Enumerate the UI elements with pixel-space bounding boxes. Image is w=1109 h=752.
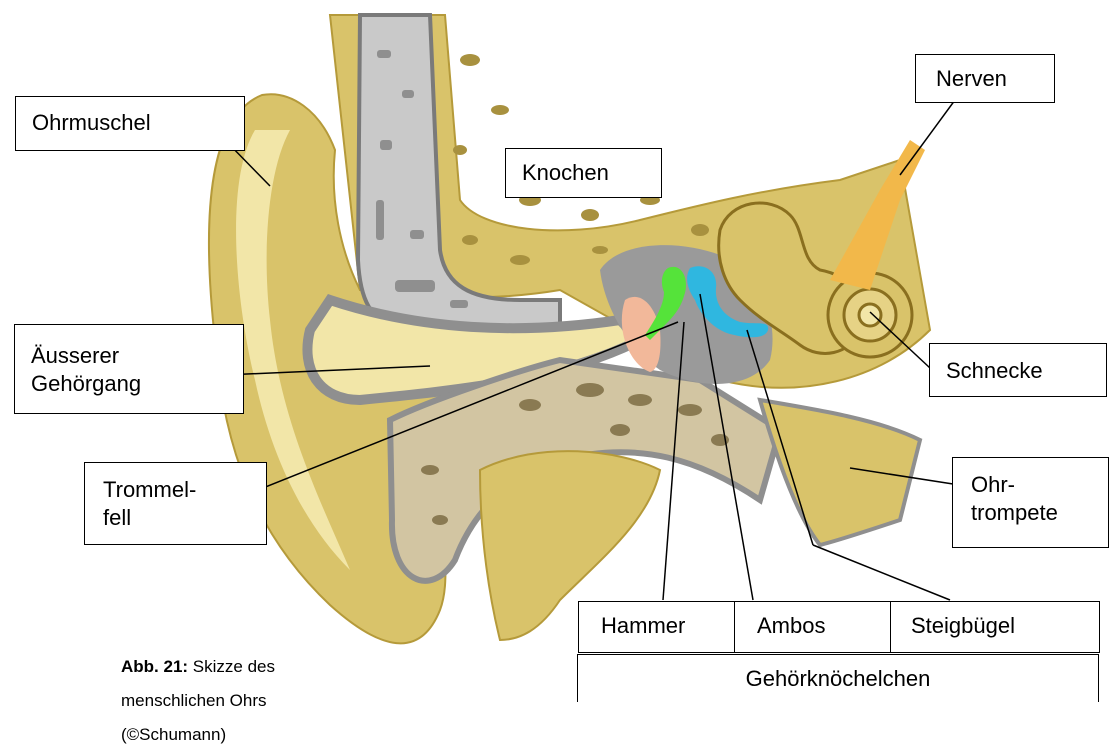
label-ohrmuschel: Ohrmuschel	[15, 96, 245, 151]
label-ohrmuschel-text: Ohrmuschel	[32, 109, 228, 137]
label-nerven: Nerven	[915, 54, 1055, 103]
label-steigbuegel: Steigbügel	[890, 601, 1100, 653]
label-ambos-text: Ambos	[757, 612, 869, 640]
label-ohrtrompete-line1: Ohr-	[971, 471, 1090, 499]
label-trommelfell-line1: Trommel-	[103, 476, 248, 504]
caption-label: Abb. 21:	[121, 657, 188, 676]
label-hammer: Hammer	[578, 601, 736, 653]
leader-nerven	[900, 100, 955, 175]
label-steigbuegel-text: Steigbügel	[911, 612, 1079, 640]
label-ohrtrompete-line2: trompete	[971, 499, 1090, 527]
label-aeusserer-line1: Äusserer	[31, 342, 227, 370]
label-schnecke: Schnecke	[929, 343, 1107, 397]
label-schnecke-text: Schnecke	[946, 357, 1090, 385]
label-ambos: Ambos	[734, 601, 892, 653]
label-nerven-text: Nerven	[936, 65, 1034, 93]
label-knochen-text: Knochen	[522, 159, 645, 187]
label-gehoerknoechelchen-text: Gehörknöchelchen	[578, 665, 1098, 693]
figure-caption: Abb. 21: Skizze des menschlichen Ohrs (©…	[121, 650, 371, 752]
label-aeusserer-gehoergang: Äusserer Gehörgang	[14, 324, 244, 414]
label-gehoerknoechelchen: Gehörknöchelchen	[577, 654, 1099, 702]
leader-steigbuegel-base	[813, 545, 950, 600]
label-aeusserer-line2: Gehörgang	[31, 370, 227, 398]
caption-credit: (©Schumann)	[121, 718, 371, 752]
label-knochen: Knochen	[505, 148, 662, 198]
schnecke-core	[859, 304, 881, 326]
ohrtrompete-shape	[760, 400, 920, 545]
label-ohrtrompete: Ohr- trompete	[952, 457, 1109, 548]
label-trommelfell: Trommel- fell	[84, 462, 267, 545]
label-hammer-text: Hammer	[601, 612, 713, 640]
label-trommelfell-line2: fell	[103, 504, 248, 532]
